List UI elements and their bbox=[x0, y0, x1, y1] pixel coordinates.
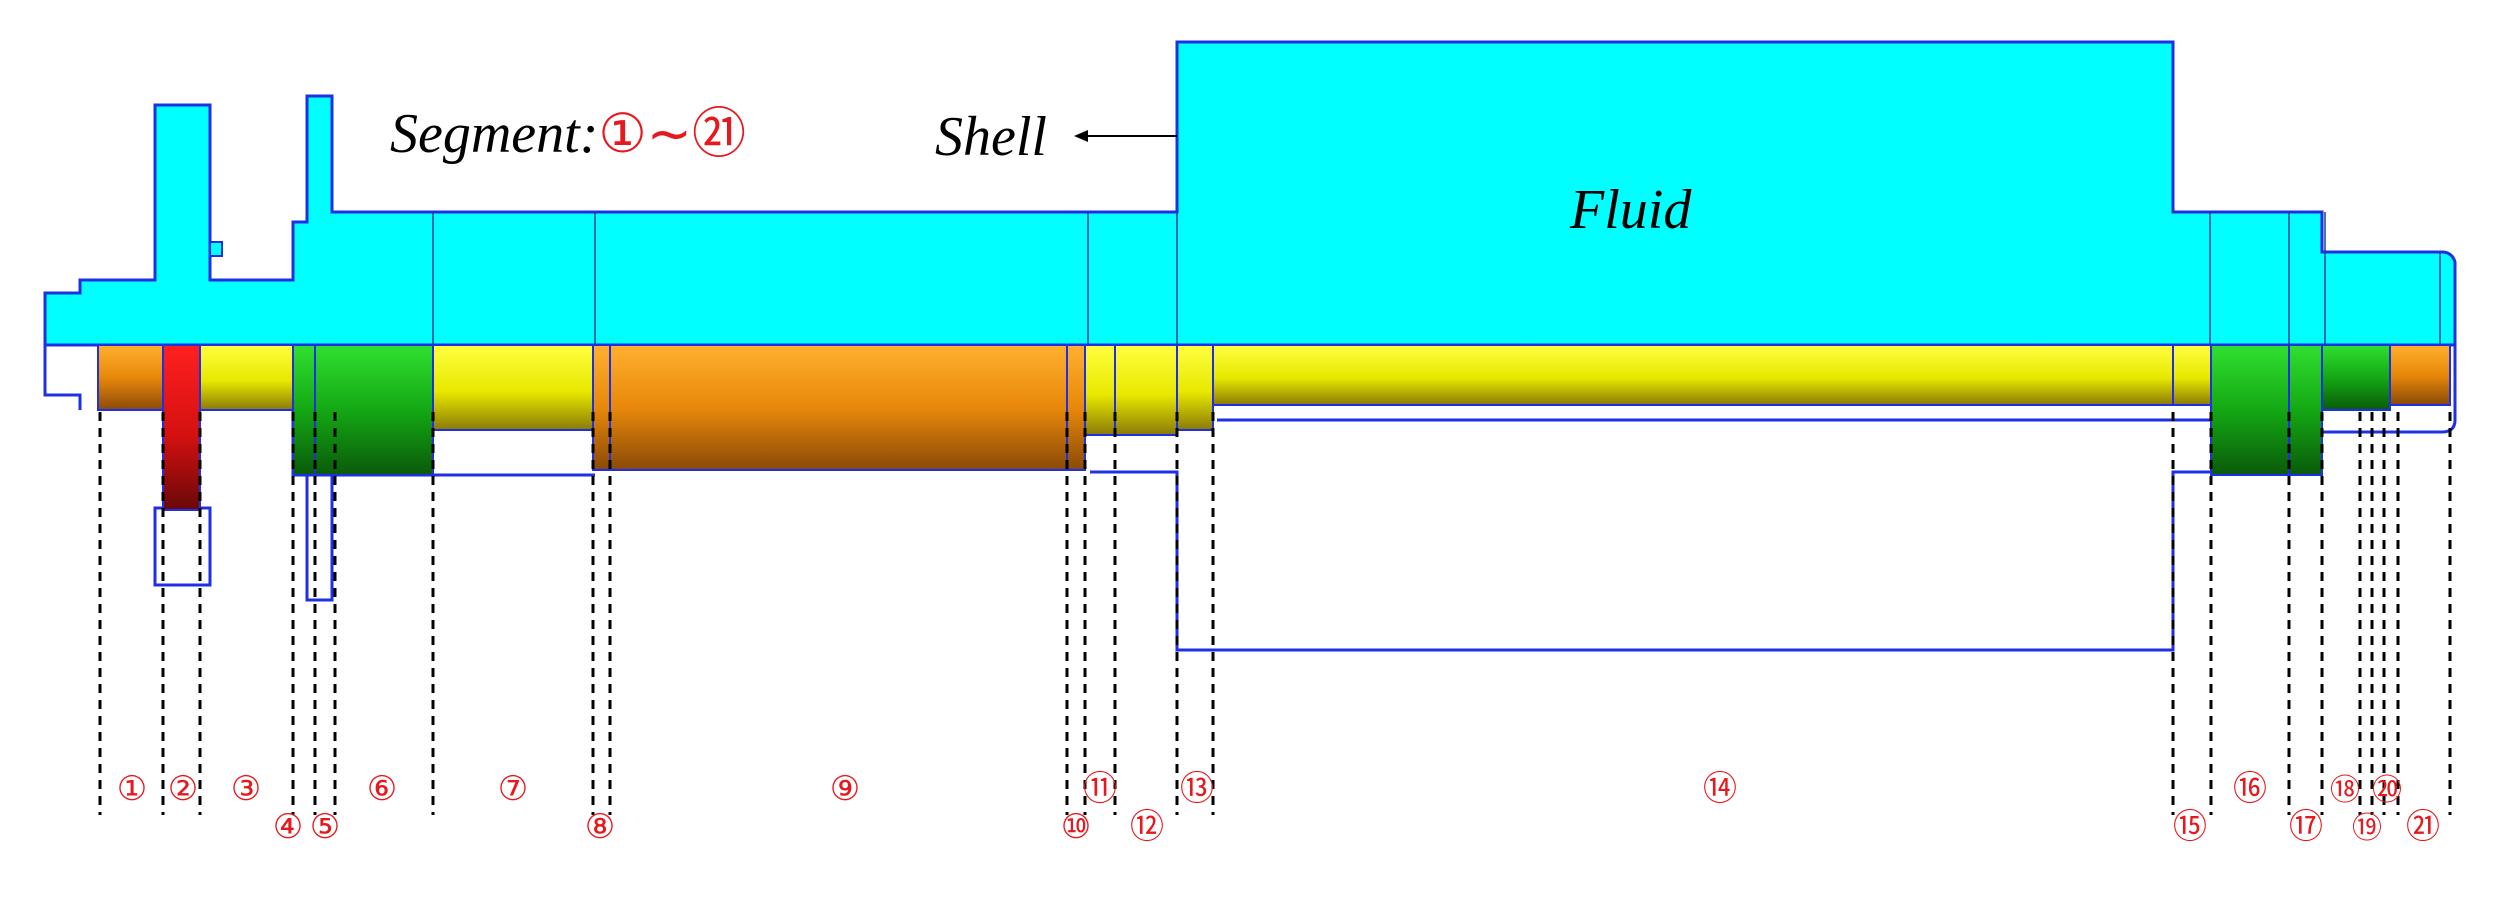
shaft-seg-11 bbox=[1084, 344, 1116, 436]
shaft-seg-9 bbox=[609, 344, 1068, 471]
shaft-seg-14 bbox=[1212, 344, 2174, 406]
shaft-seg-8 bbox=[592, 344, 611, 471]
segment-label-21: ㉑ bbox=[2406, 807, 2440, 847]
shaft-seg-18-20 bbox=[2321, 344, 2391, 411]
segment-label-11: ⑪ bbox=[1083, 769, 1117, 809]
title-prefix: Segment: bbox=[390, 103, 598, 165]
segment-label-8: ⑧ bbox=[585, 807, 615, 847]
segment-label-14: ⑭ bbox=[1703, 769, 1737, 809]
segment-label-16: ⑯ bbox=[2233, 769, 2267, 809]
shell-arrow bbox=[1074, 130, 1177, 142]
shell-label: Shell bbox=[935, 106, 1047, 168]
title-range: ①~㉑ bbox=[598, 102, 746, 165]
shaft-seg-12 bbox=[1114, 344, 1178, 436]
shaft-seg-21 bbox=[2389, 344, 2451, 406]
shaft-seg-17 bbox=[2288, 344, 2323, 476]
shaft bbox=[97, 344, 2451, 511]
segment-boundaries bbox=[98, 412, 2452, 815]
segment-label-1: ① bbox=[117, 769, 147, 809]
segment-label-2: ② bbox=[168, 769, 198, 809]
segment-label-9: ⑨ bbox=[830, 769, 860, 809]
segment-label-20: ⑳ bbox=[2372, 773, 2402, 808]
shaft-seg-7 bbox=[432, 344, 594, 431]
segment-label-13: ⑬ bbox=[1180, 769, 1214, 809]
segment-label-10: ⑩ bbox=[1061, 807, 1091, 847]
shaft-seg-15 bbox=[2172, 344, 2212, 406]
segment-label-19: ⑲ bbox=[2352, 811, 2382, 846]
segment-label-7: ⑦ bbox=[498, 769, 528, 809]
segment-label-12: ⑫ bbox=[1130, 807, 1164, 847]
segment-label-17: ⑰ bbox=[2289, 807, 2323, 847]
segment-label-6: ⑥ bbox=[367, 769, 397, 809]
shaft-seg-4-5 bbox=[292, 344, 316, 476]
shaft-seg-1 bbox=[97, 344, 164, 411]
segment-lines-upper bbox=[432, 212, 2441, 345]
fluid-region bbox=[43, 40, 2457, 347]
segment-label-5: ⑤ bbox=[310, 807, 340, 847]
shaft-seg-3 bbox=[199, 344, 294, 411]
shaft-seg-16 bbox=[2210, 344, 2290, 476]
segment-label-3: ③ bbox=[231, 769, 261, 809]
segment-label-18: ⑱ bbox=[2330, 773, 2360, 808]
shaft-seg-13 bbox=[1176, 344, 1214, 431]
shaft-seg-2 bbox=[162, 344, 201, 511]
diagram-title: Segment:①~㉑ bbox=[390, 102, 746, 165]
segment-label-15: ⑮ bbox=[2173, 807, 2207, 847]
fluid-label: Fluid bbox=[1569, 179, 1692, 241]
segment-label-4: ④ bbox=[273, 807, 303, 847]
shaft-seg-6 bbox=[314, 344, 434, 476]
shaft-seg-10 bbox=[1066, 344, 1086, 471]
